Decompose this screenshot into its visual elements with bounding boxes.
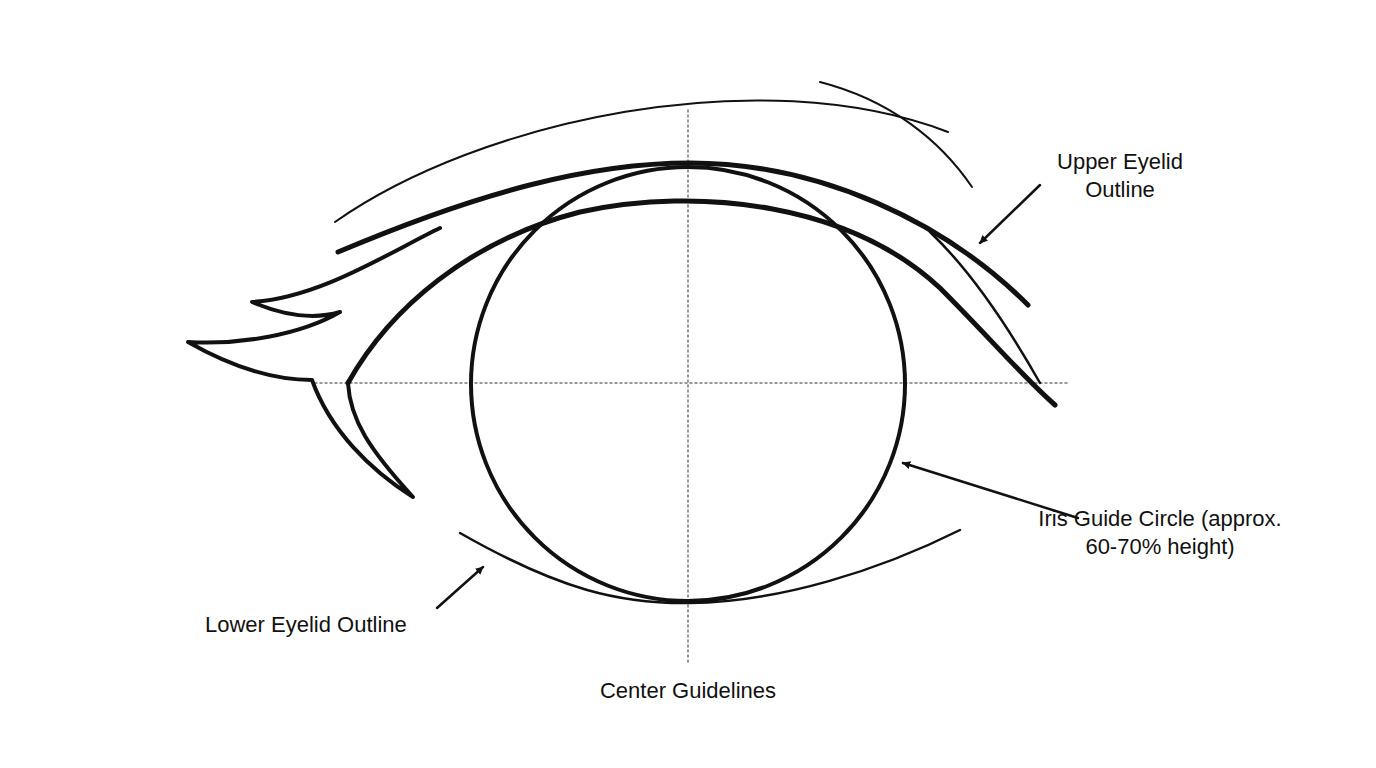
leader-arrow [980,185,1040,243]
eyelid-fold [930,232,1040,383]
vertical-guideline [687,110,689,665]
part-label: Iris Guide Circle (approx. 60-70% height… [1020,505,1300,561]
upper-eyelid-inner [348,201,1055,405]
lower-eyelid [460,530,960,603]
upper-eyelid-outer [338,163,1028,305]
eyelash-wing [188,228,440,497]
horizontal-guideline [315,382,1070,384]
eyelid-crease [820,82,972,187]
iris-circle [471,167,905,601]
part-label: Upper Eyelid Outline [1040,148,1200,204]
part-label: Lower Eyelid Outline [205,611,485,639]
leader-arrow [437,567,483,608]
part-label: Center Guidelines [538,677,838,705]
